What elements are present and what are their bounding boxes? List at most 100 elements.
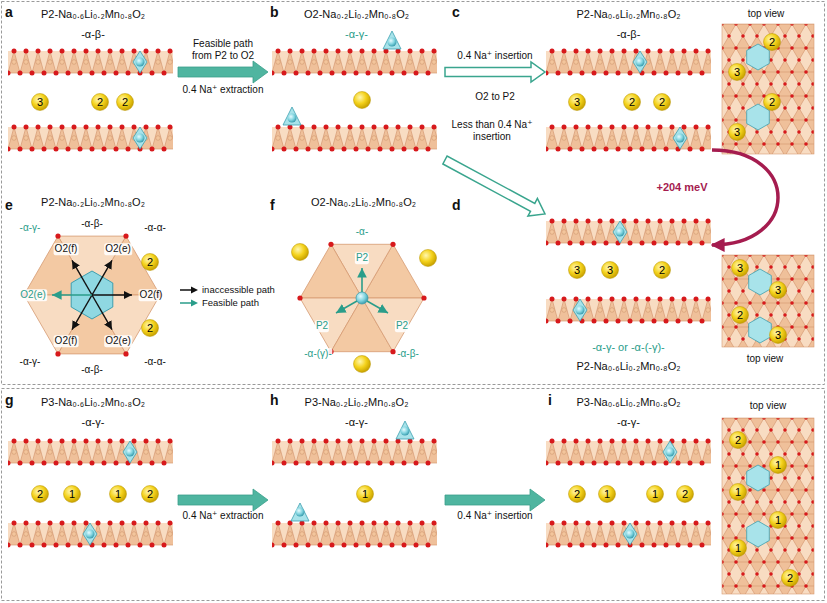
stacking-label: -α-β-: [81, 28, 105, 41]
site-number: 3: [734, 66, 740, 79]
site-number: 2: [769, 36, 775, 49]
annotation-label: top view: [747, 353, 784, 365]
site-label: -α-(γ)-: [303, 348, 332, 360]
site-number: 3: [734, 126, 740, 139]
legend-arrow-swatch: [179, 298, 199, 308]
legend-arrow-line: [180, 302, 192, 304]
site-number: 2: [629, 96, 635, 109]
site-number: 3: [37, 96, 43, 109]
transition-arrow: [443, 156, 545, 216]
site-number: 3: [737, 262, 743, 275]
structure-panel: P2-Na₀.₆Li₀.₂Mn₀.₈O₂ -α-β-: [8, 6, 178, 170]
site-number: 3: [574, 264, 580, 277]
site-number: 1: [604, 488, 610, 501]
site-number: 1: [775, 514, 781, 527]
stacking-label: -α-γ- or -α-(-γ)-: [592, 341, 665, 354]
arrow-label: 0.4 Na⁺ extraction: [183, 510, 264, 522]
site-number: 2: [574, 488, 580, 501]
site-number: 3: [775, 329, 781, 342]
site-label: O2(e): [104, 243, 132, 255]
structure-panel: P3-Na₀.₂Li₀.₂Mn₀.₈O₂-α-γ-: [268, 394, 445, 558]
legend-arrow-line: [180, 289, 192, 291]
site-label: -α-β-: [396, 348, 420, 360]
site-number: 2: [147, 256, 153, 269]
arrow-label: Less than 0.4 Na⁺ insertion: [444, 119, 540, 143]
structure-panel: -α-γ- or -α-(-γ)- P2-Na₀.₆Li₀.₂Mn₀.₈O₂: [545, 205, 712, 377]
site-label: P2: [315, 320, 329, 332]
site-label: O2(f): [139, 289, 164, 301]
site-number: 1: [115, 488, 121, 501]
annotation-label: top view: [748, 8, 785, 20]
site-number: 2: [147, 488, 153, 501]
site-number: 2: [787, 572, 793, 585]
formula-label: P2-Na₀.₆Li₀.₂Mn₀.₈O₂: [577, 360, 681, 373]
site-label: O2(f): [54, 243, 79, 255]
site-number: 3: [574, 96, 580, 109]
arrow-label: 0.4 Na⁺ insertion: [457, 510, 532, 522]
site-label: -α-α-: [143, 356, 167, 368]
annotation-label: 0.4 Na⁺ extraction: [183, 84, 264, 96]
panel-letter: g: [5, 392, 14, 408]
site-label: P2: [355, 252, 369, 264]
site-number: 1: [362, 488, 368, 501]
site-label: -α-γ-: [19, 356, 42, 368]
formula-label: P2-Na₀.₆Li₀.₂Mn₀.₈O₂: [41, 8, 145, 21]
site-number: 2: [735, 434, 741, 447]
site-label: O2(f): [54, 335, 79, 347]
site-number: 2: [659, 96, 665, 109]
panel-letter: a: [5, 4, 13, 20]
site-number: 2: [97, 96, 103, 109]
structure-panel: P3-Na₀.₆Li₀.₂Mn₀.₈O₂ -α-γ-: [8, 394, 178, 558]
legend-arrow-head: [191, 299, 198, 306]
formula-label: P2-Na₀.₂Li₀.₂Mn₀.₈O₂: [41, 196, 145, 209]
panel-letter: h: [270, 392, 279, 408]
panel-letter: f: [270, 197, 275, 213]
site-number: 1: [775, 459, 781, 472]
site-number: 2: [682, 488, 688, 501]
transition-arrow: [445, 489, 545, 511]
formula-label: P2-Na₀.₆Li₀.₂Mn₀.₈O₂: [577, 8, 681, 21]
stacking-label: -α-γ-: [345, 28, 368, 41]
transition-arrow: [178, 489, 268, 511]
arrow-label: 0.4 Na⁺ insertion: [457, 50, 532, 62]
transition-arrow: [712, 150, 778, 245]
path-legend: inaccessible pathFeasible path: [179, 283, 275, 309]
legend-row: Feasible path: [179, 296, 275, 309]
annotation-label: O2 to P2: [475, 91, 514, 103]
legend-text: Feasible path: [202, 296, 259, 309]
panel-letter: i: [548, 392, 552, 408]
legend-text: inaccessible path: [202, 283, 275, 296]
panel-letter: b: [270, 4, 279, 20]
annotation-label: top view: [750, 400, 787, 412]
site-number: 2: [769, 96, 775, 109]
formula-label: P3-Na₀.₆Li₀.₂Mn₀.₈O₂: [577, 396, 681, 409]
formula-label: P3-Na₀.₂Li₀.₂Mn₀.₈O₂: [305, 396, 409, 409]
legend-row: inaccessible path: [179, 283, 275, 296]
site-label: O2(e): [19, 289, 47, 301]
panel-letter: d: [452, 197, 461, 213]
transition-arrow: [178, 61, 268, 83]
site-number: 1: [735, 486, 741, 499]
formula-label: P3-Na₀.₆Li₀.₂Mn₀.₈O₂: [41, 396, 145, 409]
site-number: 2: [122, 96, 128, 109]
site-label: -α-β-: [80, 364, 104, 376]
panel-letter: e: [5, 197, 13, 213]
arrow-label: Feasible path from P2 to O2: [183, 38, 263, 62]
stacking-label: -α-γ-: [82, 416, 105, 429]
panel-letter: c: [452, 4, 460, 20]
legend-arrow-head: [191, 286, 198, 293]
structure-panel: P3-Na₀.₆Li₀.₂Mn₀.₈O₂-α-γ-: [545, 394, 712, 558]
stacking-label: -α-β-: [617, 28, 641, 41]
transition-arrow: [445, 62, 545, 82]
structure-panel: P2-Na₀.₆Li₀.₂Mn₀.₈O₂ -α-β-: [545, 6, 712, 170]
formula-label: O2-Na₀.₂Li₀.₂Mn₀.₈O₂: [304, 8, 409, 21]
site-number: 1: [652, 488, 658, 501]
formula-label: O2-Na₀.₂Li₀.₂Mn₀.₈O₂: [311, 196, 416, 209]
site-number: 2: [659, 264, 665, 277]
site-label: -α-β-: [80, 218, 104, 230]
site-number: 3: [607, 264, 613, 277]
site-label: -α-α-: [143, 222, 167, 234]
